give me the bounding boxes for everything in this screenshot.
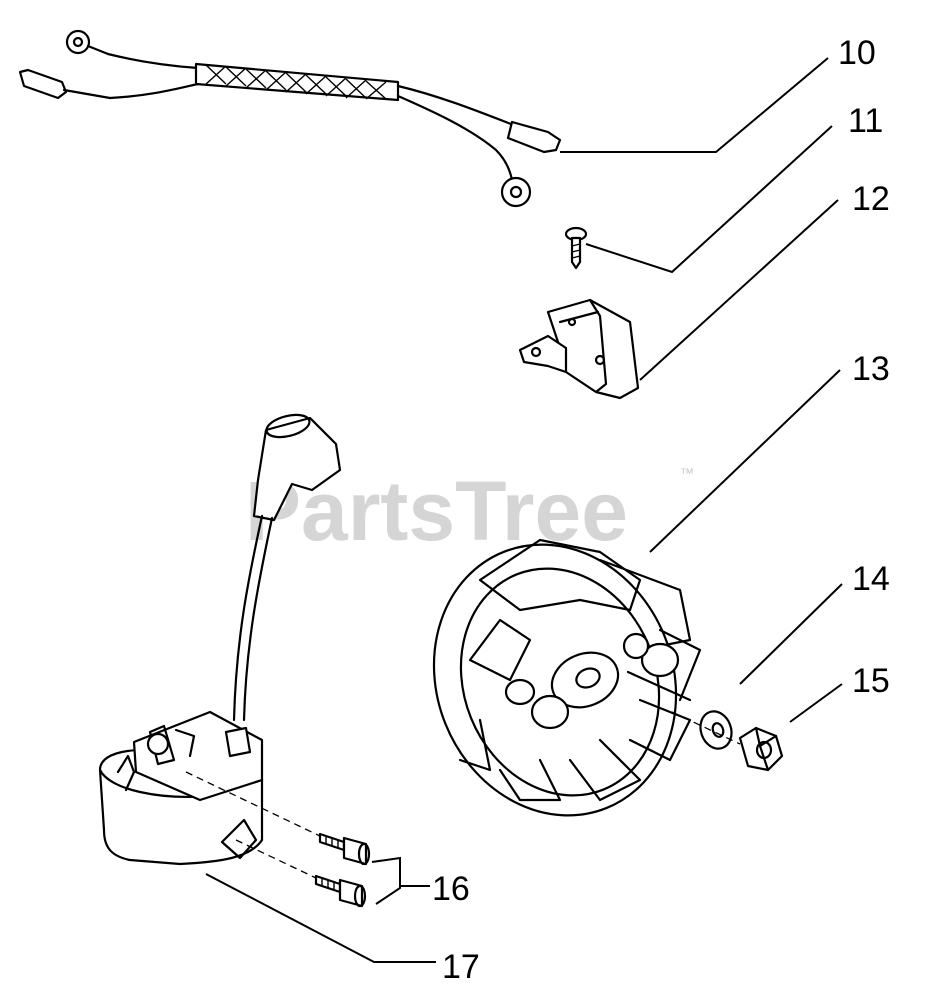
callout-12: 12 [852, 180, 890, 218]
callout-15: 15 [852, 662, 890, 700]
part-15-nut[interactable] [738, 726, 784, 772]
part-14-washer[interactable] [695, 707, 736, 753]
part-11-screw[interactable] [564, 226, 588, 270]
callout-10: 10 [838, 34, 876, 72]
callout-13: 13 [852, 350, 890, 388]
callout-14: 14 [852, 560, 890, 598]
part-16-screws[interactable] [314, 832, 430, 908]
part-17-ignition-coil[interactable] [98, 411, 342, 866]
assembly-dash-lines [185, 711, 741, 879]
callout-11: 11 [848, 102, 883, 140]
part-10-wire-harness[interactable] [18, 29, 562, 208]
callout-16: 16 [432, 870, 470, 908]
part-13-flywheel[interactable] [394, 508, 716, 852]
callout-labels: 10 11 12 13 14 15 16 17 [432, 34, 890, 986]
leader-lines [205, 57, 843, 963]
callout-17: 17 [442, 948, 480, 986]
part-12-module[interactable] [518, 298, 640, 400]
watermark-trademark: ™ [680, 465, 694, 481]
